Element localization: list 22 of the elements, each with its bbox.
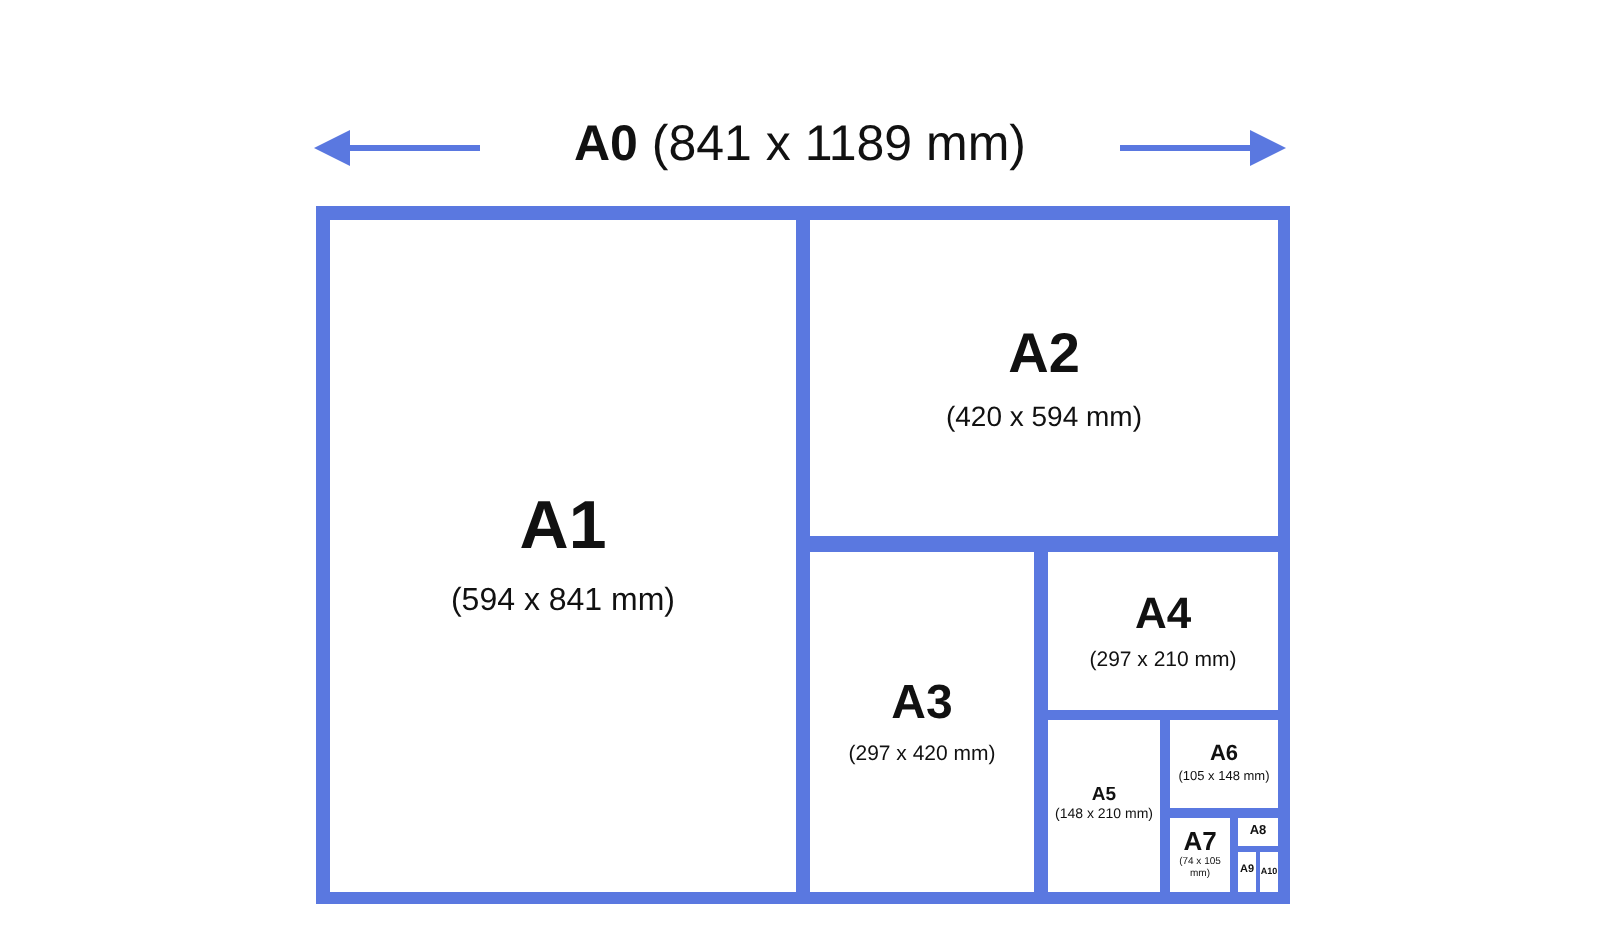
sheet-panel (1238, 852, 1256, 892)
size-name: A1 (519, 491, 607, 564)
sheet-panel (810, 220, 1278, 536)
sheet-panel (1170, 818, 1230, 892)
size-name: A5 (1091, 786, 1117, 807)
sheet-size-heading: A0 (841 x 1189 mm) (571, 116, 1029, 174)
size-dimensions: (297 x 420 mm) (848, 742, 996, 767)
sheet-panel (810, 552, 1034, 892)
size-name: A3 (891, 677, 953, 728)
sheet-panel (1238, 818, 1278, 846)
sheet-panel (1048, 552, 1278, 710)
sheet-panel (1260, 852, 1278, 892)
size-name: A6 (1209, 743, 1239, 768)
size-name: A7 (1183, 828, 1217, 857)
size-dimensions: (594 x 841 mm) (450, 583, 676, 621)
sheet-panel (330, 220, 796, 892)
size-dimensions: (420 x 594 mm) (945, 399, 1143, 432)
size-dimensions: (297 x 210 mm) (1089, 648, 1237, 673)
size-name: A2 (1008, 324, 1080, 383)
sheet-panel (1170, 720, 1278, 808)
size-name: A4 (1134, 589, 1192, 636)
sheet-panel (1048, 720, 1160, 892)
